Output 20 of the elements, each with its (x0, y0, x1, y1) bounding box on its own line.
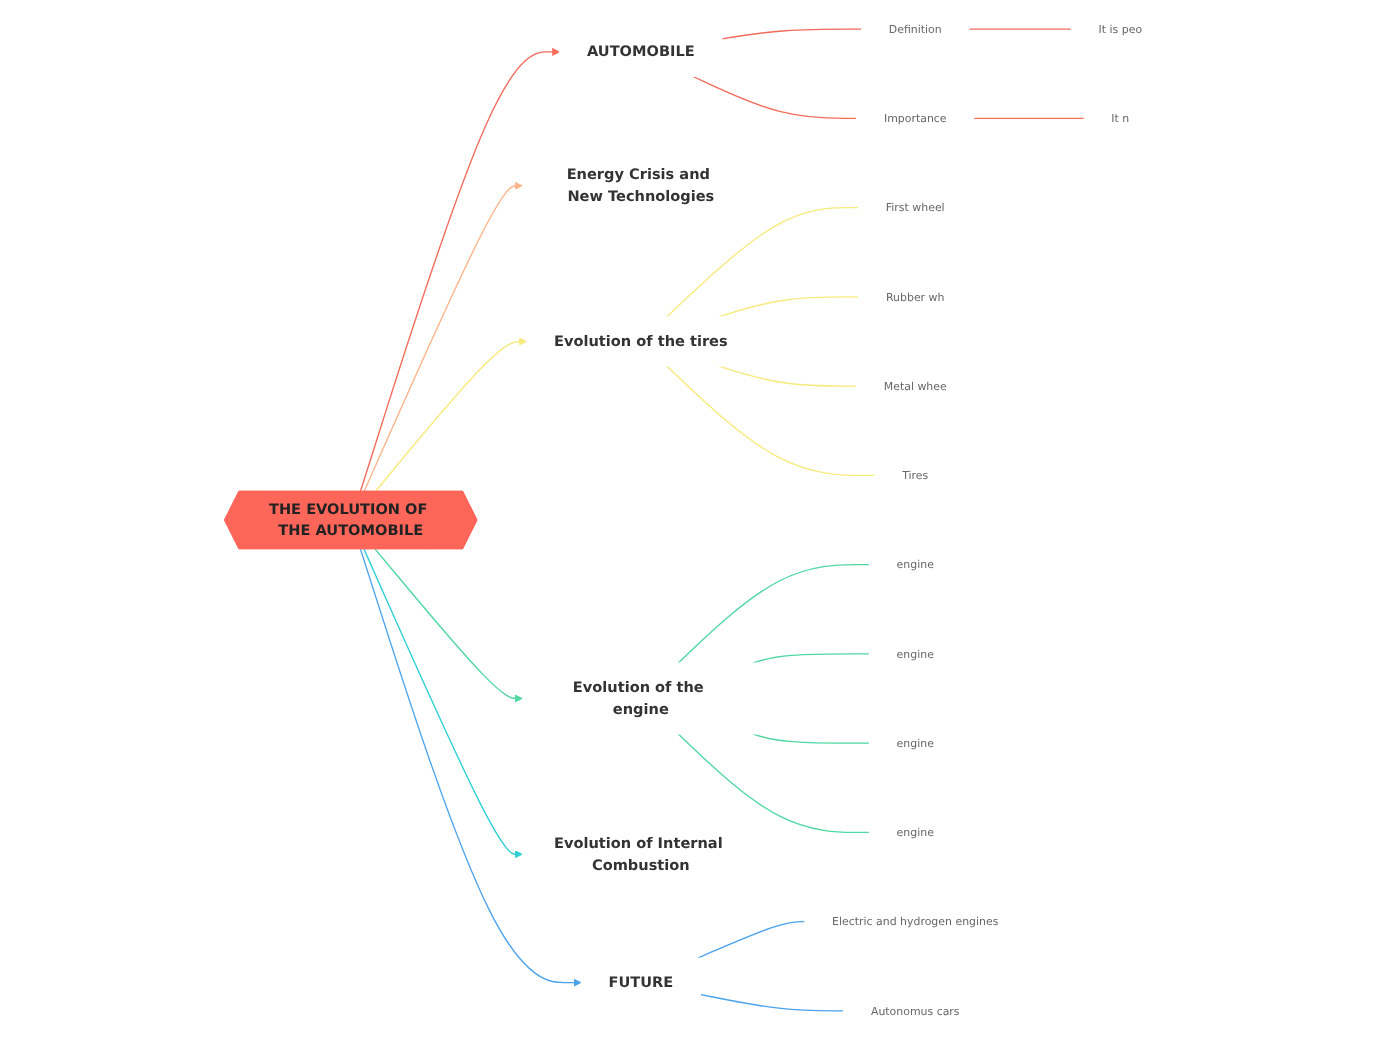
arrow (359, 548, 582, 987)
arrow (359, 47, 561, 493)
arrow (374, 337, 528, 493)
arrow (363, 548, 523, 859)
connector (717, 296, 860, 318)
connector (697, 920, 806, 959)
connector (699, 993, 845, 1012)
connector (721, 28, 863, 40)
connector (717, 365, 858, 387)
connector (752, 733, 870, 744)
connector (973, 117, 1085, 120)
connector (666, 206, 860, 318)
connector (677, 563, 870, 664)
connector (968, 28, 1072, 30)
connector (666, 365, 876, 477)
connector (692, 75, 858, 120)
arrow (363, 181, 523, 493)
connector (677, 733, 870, 834)
connector (752, 653, 870, 664)
arrow (374, 548, 523, 703)
